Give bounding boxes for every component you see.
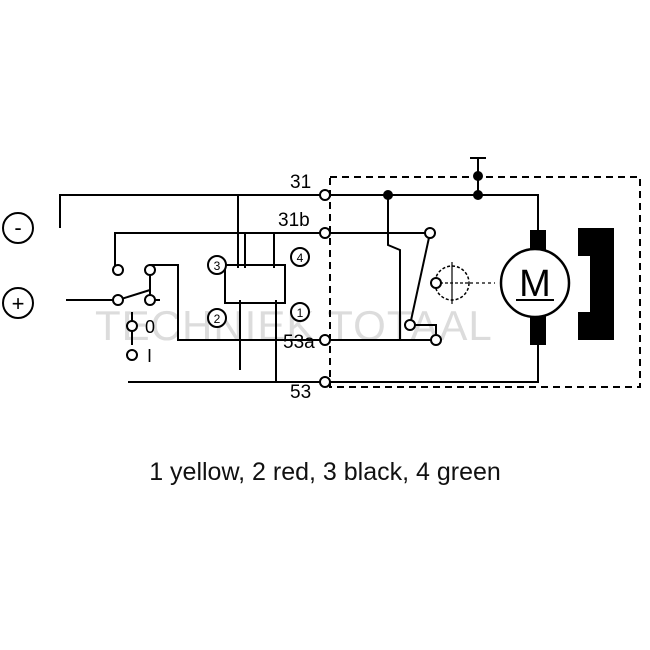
pin-4-circle [290, 247, 310, 267]
wire-color-caption: 1 yellow, 2 red, 3 black, 4 green [149, 458, 501, 486]
wire-31-motor [330, 194, 539, 230]
pin-2-circle [207, 308, 227, 328]
positive-label: + [12, 291, 25, 316]
terminal-31b-label: 31b [278, 210, 310, 231]
motor-label: M [519, 263, 551, 305]
field-magnet [578, 228, 614, 340]
motor-unit-enclosure [329, 176, 641, 388]
connector-housing [224, 264, 286, 304]
motor-symbol: M [499, 230, 571, 345]
terminal-53a-label: 53a [283, 332, 315, 353]
park-switch-arm [409, 232, 431, 326]
wire-park-contact [387, 195, 401, 340]
switch-off-label: 0 [145, 317, 155, 337]
positive-terminal-icon [2, 287, 34, 319]
wire-31b [114, 232, 325, 270]
terminal-31-label: 31 [290, 172, 311, 193]
junction-dots [383, 171, 483, 200]
pin-1-label: 1 [297, 306, 304, 320]
wire-53-motor [330, 345, 539, 383]
pin-3-label: 3 [214, 259, 221, 273]
terminal-53-label: 53 [290, 382, 311, 403]
switch-on-label: I [147, 346, 152, 366]
pin-4-label: 4 [297, 251, 304, 265]
terminal-circles [112, 189, 442, 388]
negative-label: - [14, 215, 21, 240]
wire-31 [59, 194, 325, 228]
pin-2-label: 2 [214, 312, 221, 326]
pin-3-circle [207, 255, 227, 275]
negative-terminal-icon [2, 212, 34, 244]
pin-1-circle [290, 302, 310, 322]
